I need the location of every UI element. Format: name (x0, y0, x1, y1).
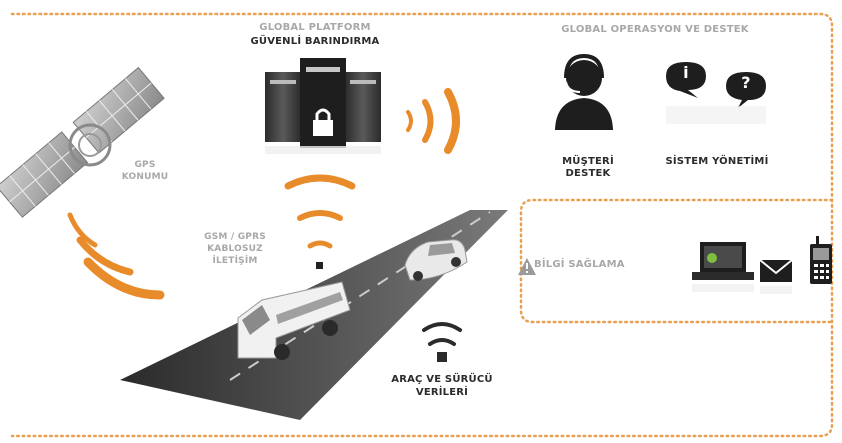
question-bubble-icon (726, 72, 766, 108)
envelope-icon (759, 259, 793, 294)
gsm-label-line2: KABLOSUZ (207, 244, 263, 254)
customer-support-label: MÜŞTERİ DESTEK (562, 156, 614, 179)
vehicle-data-label-line1: ARAÇ VE SÜRÜCÜ (391, 374, 493, 385)
bus-antenna (316, 262, 323, 269)
server-icon (265, 58, 381, 154)
car-icon (404, 239, 468, 281)
info-badge-text: i (683, 63, 689, 82)
outer-dotted-border (10, 12, 834, 438)
gps-label-line1: GPS (134, 160, 156, 170)
vehicle-data-label-line2: VERİLERİ (415, 387, 469, 398)
gsm-label-line1: GSM / GPRS (204, 232, 266, 242)
platform-subtitle: GÜVENLİ BARINDIRMA (250, 36, 380, 47)
inner-dotted-border (519, 198, 834, 324)
info-provision-label: BİLGİ SAĞLAMA (534, 259, 625, 270)
gsm-label-line3: İLETİŞİM (212, 256, 258, 266)
gsm-signal-waves (284, 174, 356, 249)
warning-icon (518, 258, 536, 275)
system-management-label: SİSTEM YÖNETİMİ (665, 156, 769, 167)
mobile-phone-icon (810, 236, 832, 284)
platform-title: GLOBAL PLATFORM (259, 22, 371, 33)
laptop-icon (692, 242, 754, 292)
question-badge-text: ? (741, 73, 751, 92)
gps-label-line2: KONUMU (121, 172, 169, 182)
vehicle-data-dot (437, 352, 447, 362)
operations-title: GLOBAL OPERASYON VE DESTEK (561, 24, 749, 35)
headset-person-icon (555, 53, 613, 130)
gps-signal-waves (67, 212, 165, 300)
bubble-reflection (666, 106, 766, 124)
satellite-icon (0, 66, 165, 218)
bus-icon (237, 281, 351, 360)
server-signal-waves (406, 88, 460, 154)
info-bubble-icon (666, 62, 706, 98)
vehicle-data-waves (422, 322, 462, 346)
